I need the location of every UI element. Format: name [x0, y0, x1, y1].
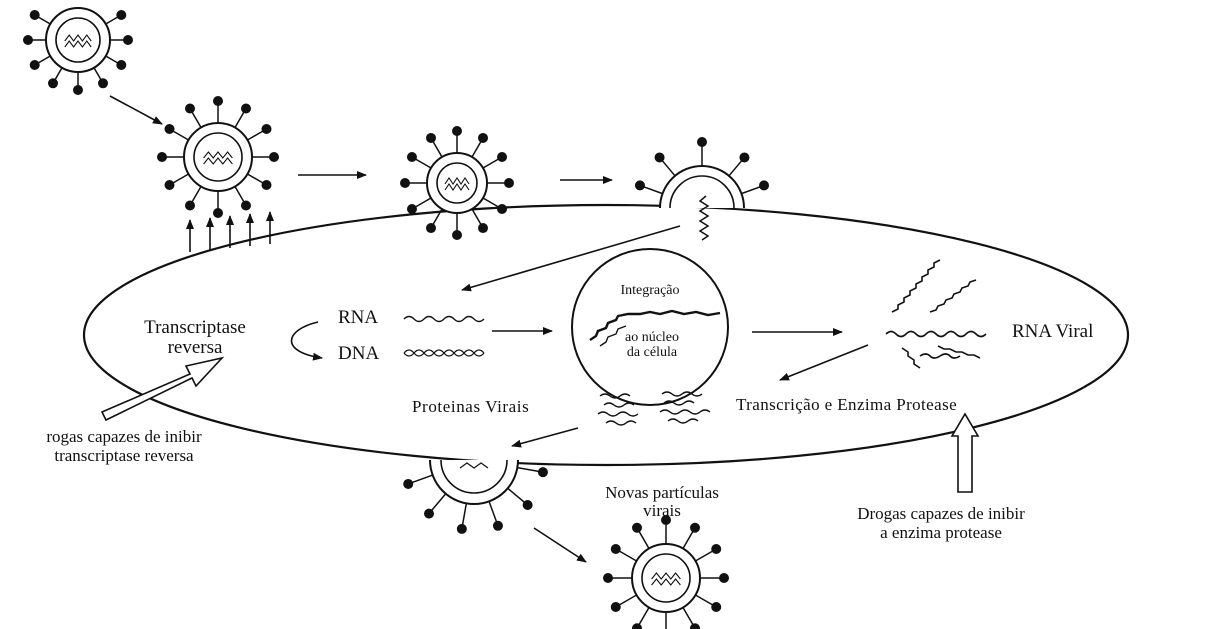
virus-spike-knob — [635, 180, 645, 190]
virus-spike-knob — [478, 223, 488, 233]
virus-spike-knob — [523, 500, 533, 510]
virus-spike-knob — [457, 524, 467, 534]
virus-spike-knob — [98, 78, 108, 88]
label-dna: DNA — [338, 344, 379, 365]
virus-spike-knob — [400, 178, 410, 188]
virus-spike-knob — [30, 60, 40, 70]
virus-envelope — [427, 153, 487, 213]
arrow-rna-viral-to-transcription — [780, 345, 868, 380]
arrow-entry-to-rna — [462, 226, 680, 290]
virus-spike-knob — [403, 479, 413, 489]
virus-spike-knob — [655, 152, 665, 162]
label-rna: RNA — [338, 308, 378, 329]
virus-spike-knob — [426, 223, 436, 233]
virus-spike-knob — [538, 467, 548, 477]
dna-double-strand — [404, 350, 484, 356]
virus-spike-knob — [497, 152, 507, 162]
arrow-budding-to-new — [534, 528, 586, 562]
label-reversa: reversa — [130, 338, 260, 359]
virus-spike-knob — [632, 623, 642, 629]
virus-spike-knob — [261, 124, 271, 134]
virus-spike-knob — [690, 523, 700, 533]
virus-spike-knob — [30, 10, 40, 20]
arrow-rna-to-dna-curve — [292, 322, 323, 358]
label-novas-1: Novas partículas — [572, 484, 752, 503]
virus-spike-knob — [48, 78, 58, 88]
virus-spike-knob — [123, 35, 133, 45]
label-drogas-prot-1: Drogas capazes de inibir — [836, 505, 1046, 524]
virus-spike-knob — [213, 208, 223, 218]
label-transcriptase: Transcriptase — [130, 318, 260, 339]
virus-particle-1 — [23, 8, 133, 95]
virus-spike-knob — [611, 602, 621, 612]
arrow-proteins-to-budding — [512, 428, 578, 446]
virus-spike-knob — [269, 152, 279, 162]
virus-spike-knob — [241, 104, 251, 114]
label-drogas-rt-1: rogas capazes de inibir — [0, 428, 248, 447]
virus-spike-knob — [611, 544, 621, 554]
virus-spike-knob — [185, 200, 195, 210]
virus-spike-knob — [719, 573, 729, 583]
label-da-celula: da célula — [604, 345, 700, 360]
virus-spike-knob — [452, 230, 462, 240]
viral-rna-strands — [886, 260, 986, 368]
virus-spike-knob — [739, 152, 749, 162]
virus-spike-knob — [157, 152, 167, 162]
virus-spike-knob — [73, 85, 83, 95]
virus-spike-knob — [632, 523, 642, 533]
virus-spike-knob — [241, 200, 251, 210]
virus-spike-knob — [23, 35, 33, 45]
virus-spike-knob — [493, 521, 503, 531]
nucleus — [572, 249, 728, 405]
virus-budding — [403, 460, 548, 534]
virus-spike-knob — [711, 544, 721, 554]
label-drogas-prot-2: a enzima protease — [836, 524, 1046, 543]
virus-spike-knob — [697, 137, 707, 147]
label-rna-viral: RNA Viral — [1012, 322, 1093, 343]
label-ao-nucleo: ao núcleo — [604, 330, 700, 345]
virus-spike-knob — [497, 204, 507, 214]
label-transcricao-protease: Transcrição e Enzima Protease — [736, 396, 957, 415]
virus-spike-knob — [407, 152, 417, 162]
virus-particle-2 — [157, 96, 279, 218]
virus-spike-knob — [690, 623, 700, 629]
release-arrows — [190, 212, 270, 252]
virus-new-particle — [603, 515, 729, 629]
virus-spike-knob — [426, 133, 436, 143]
rna-strand — [404, 317, 484, 322]
virus-spike-knob — [116, 10, 126, 20]
virus-fusion — [635, 137, 769, 208]
virus-spike-knob — [261, 180, 271, 190]
virus-spike-knob — [185, 104, 195, 114]
virus-spike-knob — [711, 602, 721, 612]
virus-spike-knob — [452, 126, 462, 136]
virus-spike-knob — [424, 509, 434, 519]
virus-spike-knob — [165, 180, 175, 190]
label-novas-2: virais — [572, 502, 752, 521]
virus-particle-3 — [400, 126, 514, 240]
virus-spike-knob — [165, 124, 175, 134]
label-integracao: Integração — [600, 283, 700, 298]
virus-spike-knob — [603, 573, 613, 583]
arrow-v1-to-v2 — [110, 96, 162, 124]
label-proteinas-virais: Proteinas Virais — [412, 398, 529, 417]
drug-rt-block-arrow — [102, 358, 222, 420]
virus-spike-knob — [759, 180, 769, 190]
virus-spike-knob — [116, 60, 126, 70]
virus-spike-knob — [407, 204, 417, 214]
virus-spike-knob — [504, 178, 514, 188]
virus-spike-knob — [213, 96, 223, 106]
label-drogas-rt-2: transcriptase reversa — [0, 447, 248, 466]
virus-spike-knob — [478, 133, 488, 143]
drug-protease-block-arrow — [952, 414, 978, 492]
